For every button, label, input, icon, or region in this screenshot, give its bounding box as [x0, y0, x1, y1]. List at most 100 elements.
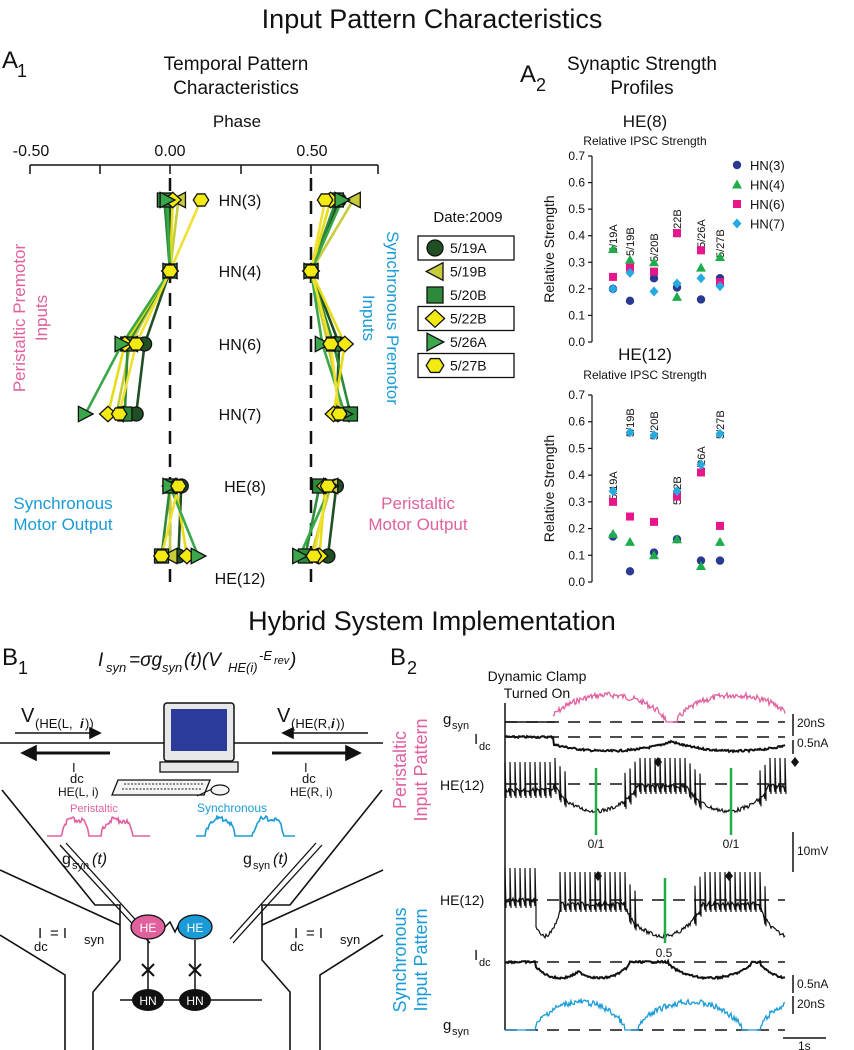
a2-y-tick-label: 0.4 [568, 468, 585, 482]
svg-text:I: I [294, 925, 298, 942]
a1-row-label: HE(8) [224, 479, 266, 496]
b2-idc-top-trace [504, 734, 786, 754]
a1-row-label: HN(6) [219, 337, 262, 354]
svg-text:-E: -E [259, 648, 272, 663]
a1-line-5/19A-right [326, 485, 338, 557]
a2-point-HN(4) [715, 251, 725, 261]
a1-marker-5/27B-right-4 [319, 479, 337, 493]
a1-marker-5/27B-left-4 [169, 479, 187, 493]
a2-point-HN(3) [625, 296, 635, 306]
a2-point-HN(4) [625, 254, 635, 264]
b1-he-left-node: HE [130, 914, 166, 940]
svg-text:HE(L, i): HE(L, i) [58, 785, 99, 799]
a2-point-HN(6) [697, 246, 705, 255]
svg-text:rev: rev [274, 655, 291, 667]
a2-category-label: 5/26A [696, 446, 708, 475]
a2-chart-title: HE(12) [618, 345, 672, 364]
a1-marker-5/27B-left-0 [192, 193, 210, 207]
a2-point-HN(6) [697, 468, 705, 477]
panel-letter-b2: B 2 [390, 644, 417, 678]
svg-text:A: A [2, 47, 18, 74]
b1-computer-icon [111, 702, 239, 797]
a2-point-HN(4) [608, 528, 618, 538]
a1-legend-label: 5/27B [450, 358, 487, 374]
a1-marker-5/27B-left-5 [153, 549, 171, 563]
b2-scale-1s: 1s [798, 1039, 811, 1050]
a2-point-HN(4) [696, 560, 706, 570]
b1-synchronous-trace [196, 814, 295, 837]
b2-he12-peristaltic-trace [504, 757, 787, 815]
b2-row-labels: g syn I dc HE(12) HE(12) I dc g syn [440, 711, 491, 1038]
a2-y-tick-label: 0.1 [568, 548, 585, 562]
svg-text:): ) [288, 650, 296, 671]
svg-text:(HE(L,: (HE(L, [35, 716, 73, 731]
b2-synchronous-line1: Synchronous [390, 907, 410, 1012]
a2-legend-label: HN(6) [750, 197, 785, 212]
b1-idc-equals-right: I dc = I syn [290, 925, 360, 954]
panel-letter-a1: A 1 [2, 47, 27, 81]
a2-category-label: 5/27B [715, 229, 727, 258]
svg-text:dc: dc [302, 771, 316, 786]
a1-right-label-line1: Synchronous Premotor [383, 231, 402, 405]
a1-line-5/22B-right [309, 199, 347, 415]
a2-point-HN(3) [649, 274, 659, 283]
svg-text:2: 2 [407, 658, 417, 678]
b1-equation: I syn =σg syn (t)(V HE(i) -E rev ) [98, 648, 296, 675]
svg-text:1: 1 [17, 61, 27, 81]
a1-marker-5/26A-left-2 [114, 335, 132, 353]
b2-gsyn-synchronous-trace [505, 997, 786, 1031]
b2-he12-synchronous-trace [504, 867, 786, 940]
a1-legend-marker [426, 332, 446, 352]
b2-traces [504, 691, 799, 1031]
a1-phase-markers [77, 191, 361, 565]
svg-text:Dynamic Clamp: Dynamic Clamp [488, 668, 587, 684]
svg-text:HE(12): HE(12) [440, 892, 484, 908]
a2-y-tick-label: 0.1 [568, 308, 585, 322]
a1-tick-000: 0.00 [154, 143, 185, 160]
a2-legend-label: HN(7) [750, 217, 785, 232]
svg-text:i: i [331, 716, 335, 731]
title-input-pattern: Input Pattern Characteristics [262, 4, 603, 34]
a2-point-HN(7) [715, 281, 725, 292]
a1-legend-label: 5/19B [450, 264, 487, 280]
b1-peristaltic-trace [47, 816, 150, 837]
b1-peristaltic-label: Peristaltic [70, 803, 118, 815]
a2-point-HN(4) [649, 257, 659, 267]
b2-scale-bars [783, 714, 826, 1039]
b2-burst-diamond [654, 757, 662, 767]
a2-point-HN(6) [673, 492, 681, 501]
a1-line-5/27B-right [312, 485, 330, 557]
svg-text:Turned On: Turned On [504, 685, 570, 701]
svg-text:=σg: =σg [129, 650, 163, 671]
svg-text:i: i [80, 716, 84, 731]
a1-phase-lines [84, 199, 355, 557]
a2-point-HN(4) [715, 536, 725, 546]
a2-category-label: 5/19B [625, 227, 637, 256]
a1-tick-050: 0.50 [296, 143, 327, 160]
svg-text:(t)(V: (t)(V [184, 650, 223, 671]
a2-point-HN(6) [650, 517, 658, 526]
b1-idc-right: I dc HE(R, i) [290, 760, 333, 799]
svg-text:dc: dc [479, 741, 491, 753]
a2-y-tick-label: 0.0 [568, 575, 585, 589]
svg-text:HE(i): HE(i) [228, 660, 258, 675]
svg-text:g: g [443, 711, 451, 728]
svg-text:I: I [98, 650, 104, 671]
a1-line-5/20B-right [304, 485, 321, 557]
a2-y-label: Relative Strength [541, 435, 557, 542]
svg-text:2: 2 [536, 75, 546, 95]
a2-point-HN(3) [715, 556, 725, 565]
svg-text:B: B [390, 644, 406, 671]
a1-legend-marker [424, 261, 444, 282]
svg-text:HE(12): HE(12) [440, 777, 484, 793]
a2-point-HN(7) [672, 278, 682, 289]
a1-line-5/26A-right [309, 199, 347, 415]
b1-voltage-left: V (HE(L, i )) [21, 705, 94, 731]
svg-text:V: V [277, 705, 291, 727]
svg-text:1: 1 [18, 658, 28, 678]
b2-idc-bottom-trace [504, 958, 786, 981]
svg-text:dc: dc [479, 957, 491, 969]
a2-point-HN(7) [696, 459, 706, 470]
